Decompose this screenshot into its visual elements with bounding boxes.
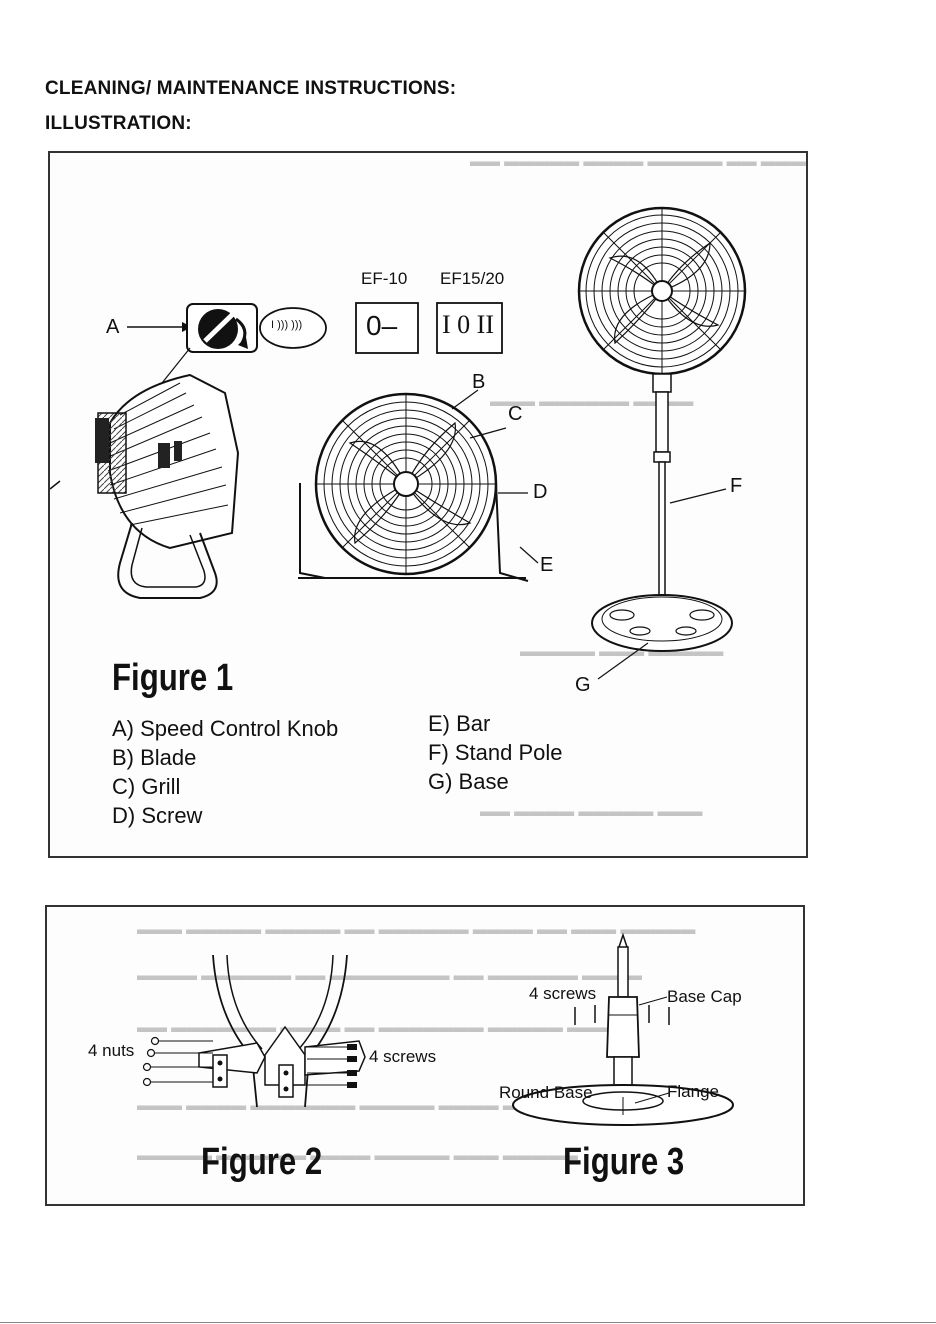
legend-item-f: F) Stand Pole [428,740,563,765]
callout-f: F [730,475,743,497]
callout-e: E [540,554,554,576]
page-bottom-rule [0,1322,936,1323]
callout-g: G [575,674,591,696]
legend-item-c: C) Grill [112,774,181,799]
bar-assembly-illustration [142,954,366,1108]
switch-symbol-ef10: 0– [366,310,398,341]
legend-item-g: G) Base [428,769,509,794]
figure-3-flange-label: Flange [667,1082,719,1101]
legend-right: E) Bar F) Stand Pole G) Base [428,709,563,796]
front-view-floor-fan-illustration [298,389,539,582]
figure-1-drawing [50,206,747,680]
figure-2-3-panel: ▬▬▬▬▬ ▬▬▬ ▬▬ ▬▬▬▬ ▬▬▬▬▬▬ ▬▬ ▬▬▬▬▬ ▬▬▬▬▬ … [45,905,805,1206]
speed-control-knob-icon [127,303,258,353]
switch-ef10-icon [355,302,419,354]
figure-3-screws-label: 4 screws [529,984,597,1003]
side-view-fan-illustration [50,373,240,599]
switch-ef1520-icon [436,302,503,354]
model-label-ef10: EF-10 [361,269,408,288]
legend-item-e: E) Bar [428,711,491,736]
callout-c: C [508,403,523,425]
speed-indicator-icon [259,307,327,349]
figure-2-nuts-label: 4 nuts [88,1041,135,1060]
figure-3-title: Figure 3 [563,1141,685,1183]
section-heading: CLEANING/ MAINTENANCE INSTRUCTIONS: [45,78,457,99]
switch-symbol-ef1520: I 0 II [442,310,494,339]
figure-2-title: Figure 2 [201,1141,323,1183]
callout-d: D [533,481,548,503]
figure-1-title: Figure 1 [112,657,234,699]
pedestal-fan-illustration [577,206,747,680]
model-label-ef1520: EF15/20 [440,269,505,288]
figure-2-3-drawing [142,932,734,1126]
legend-item-a: A) Speed Control Knob [112,716,339,741]
speed-indicator-symbol: I ))) ))) [271,319,303,331]
figure-3-round-base-label: Round Base [499,1083,593,1102]
figure-1-panel: ▬▬▬ ▬▬ ▬▬▬▬▬ ▬▬▬▬ ▬▬▬▬▬ ▬▬ ▬▬▬▬ ▬▬▬▬▬▬ ▬… [48,151,808,858]
illustration-heading: ILLUSTRATION: [45,113,192,134]
callout-b: B [472,371,486,393]
figure-2-screws-label: 4 screws [369,1047,437,1066]
legend-item-d: D) Screw [112,803,203,828]
legend-item-b: B) Blade [112,745,197,770]
callout-a: A [106,316,120,338]
pole-base-illustration [512,932,734,1126]
figure-3-base-cap-label: Base Cap [667,987,742,1006]
legend-left: A) Speed Control Knob B) Blade C) Grill … [112,714,338,830]
